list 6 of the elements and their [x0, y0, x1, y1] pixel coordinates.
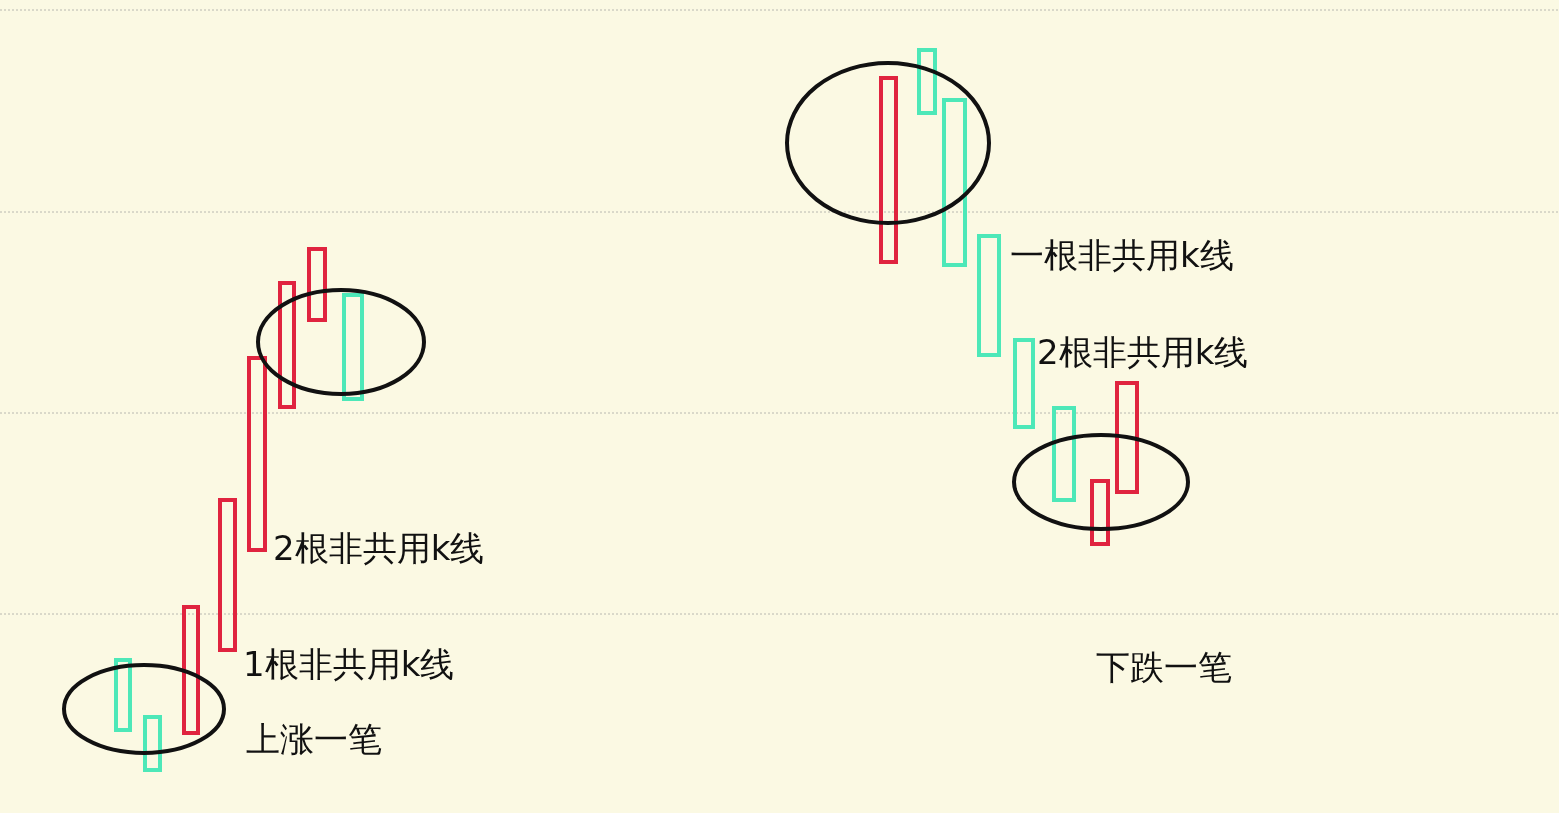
- annotation-label: 上涨一笔: [246, 722, 382, 756]
- annotation-label: 一根非共用k线: [1010, 238, 1234, 272]
- annotation-label: 下跌一笔: [1096, 650, 1232, 684]
- annotation-label: 1根非共用k线: [243, 647, 455, 681]
- annotation-label: 2根非共用k线: [273, 531, 485, 565]
- annotation-label: 2根非共用k线: [1037, 335, 1249, 369]
